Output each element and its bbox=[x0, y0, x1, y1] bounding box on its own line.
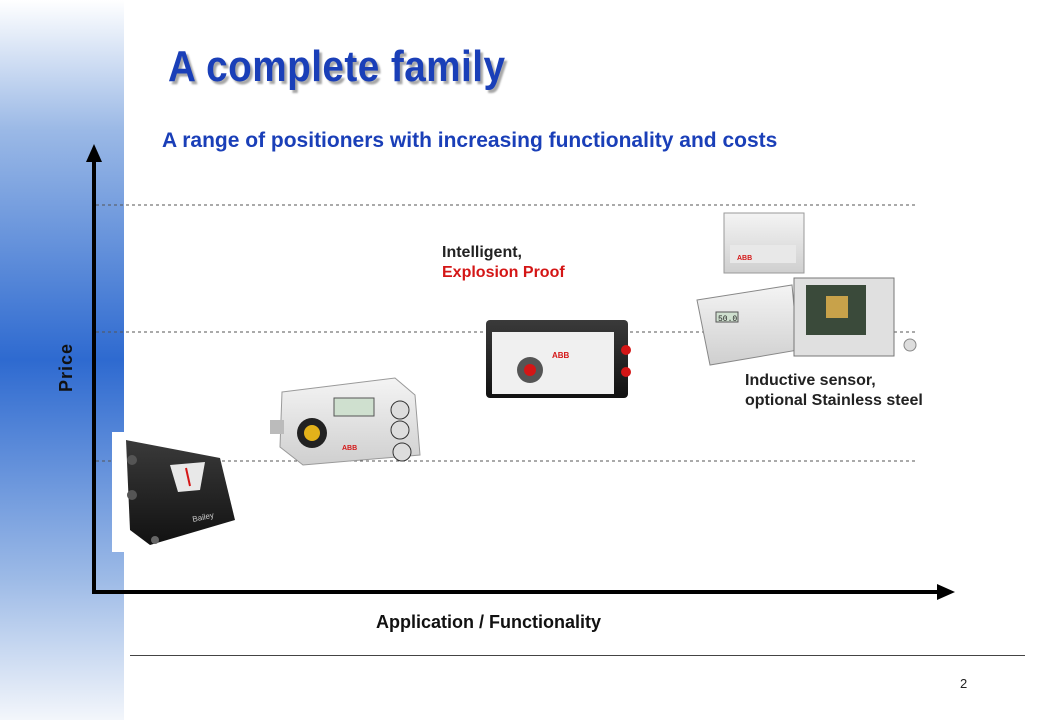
intelligent-logo: ABB bbox=[552, 351, 570, 360]
pneumatic-logo: Bailey bbox=[192, 511, 215, 524]
inductive-label-line1: Inductive sensor, bbox=[745, 372, 876, 389]
intelligent-label-line1: Intelligent, bbox=[442, 244, 522, 261]
inductive-sensor-positioner-image: ABB 50.0 bbox=[696, 212, 917, 366]
intelligent-label: Intelligent, Explosion Proof bbox=[442, 243, 565, 283]
intelligent-label-line2: Explosion Proof bbox=[442, 264, 565, 281]
slide-title: A complete family bbox=[168, 42, 506, 91]
digital-logo: ABB bbox=[342, 445, 357, 452]
slide-subtitle: A range of positioners with increasing f… bbox=[162, 129, 778, 152]
x-axis-title: Application / Functionality bbox=[376, 612, 601, 632]
intelligent-positioner-image: ABB bbox=[486, 320, 631, 398]
inductive-logo: ABB bbox=[737, 255, 752, 262]
page-number: 2 bbox=[960, 676, 968, 691]
footer-divider bbox=[130, 655, 1025, 656]
y-axis-arrow bbox=[86, 144, 102, 593]
x-axis-arrow bbox=[92, 584, 955, 600]
y-axis-title: Price bbox=[56, 342, 76, 392]
inductive-display: 50.0 bbox=[718, 315, 737, 324]
pneumatic-positioner-image: Bailey bbox=[112, 432, 235, 552]
digital-positioner-image: ABB bbox=[270, 377, 421, 466]
inductive-label: Inductive sensor, optional Stainless ste… bbox=[745, 371, 923, 411]
sidebar-gradient bbox=[0, 0, 124, 720]
inductive-label-line2: optional Stainless steel bbox=[745, 392, 923, 409]
